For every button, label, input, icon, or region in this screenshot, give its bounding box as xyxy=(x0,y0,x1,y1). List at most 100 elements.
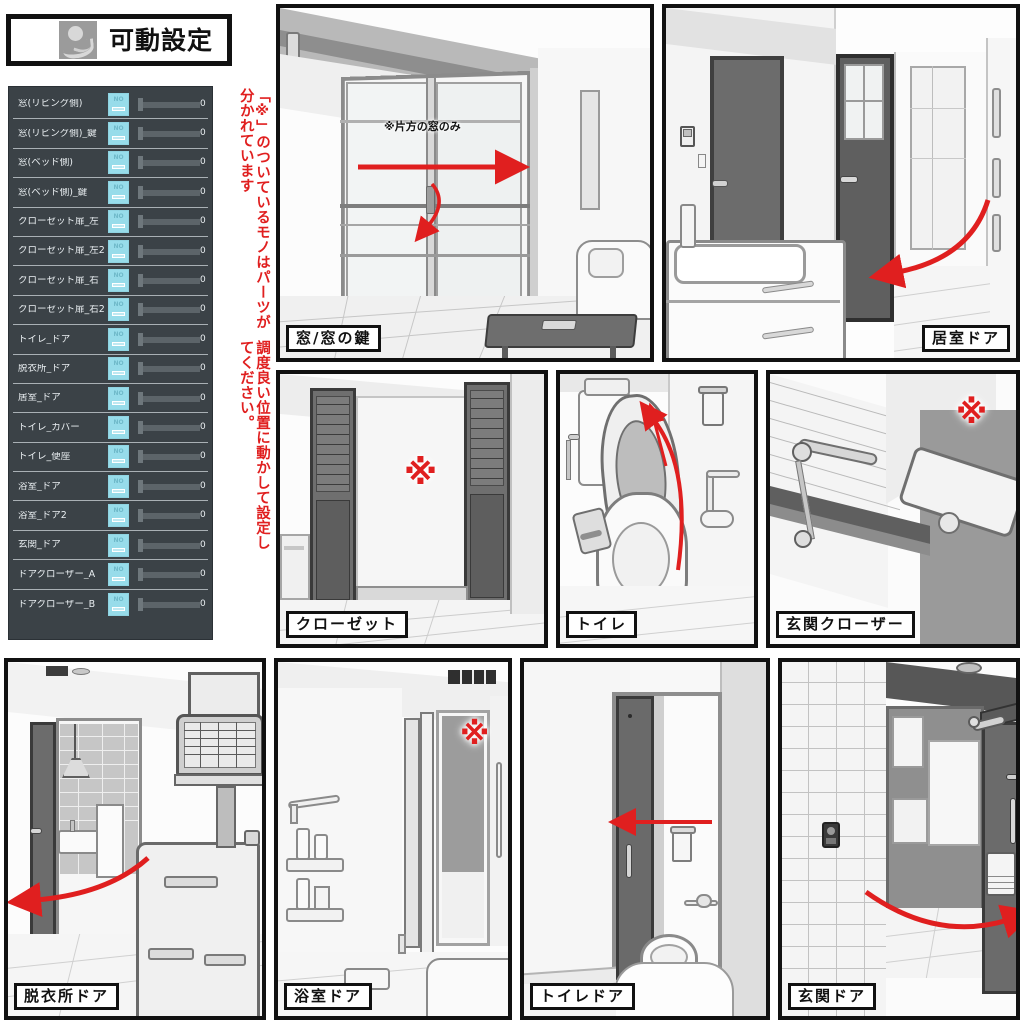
slider-knob[interactable] xyxy=(138,244,143,258)
settings-row-toggle[interactable]: NO xyxy=(108,415,129,439)
slider-knob[interactable] xyxy=(138,303,143,317)
settings-row-toggle[interactable]: NO xyxy=(108,92,129,116)
settings-row-slider[interactable] xyxy=(138,185,200,199)
settings-row-slider[interactable] xyxy=(138,567,200,581)
settings-row-slider[interactable] xyxy=(138,332,200,346)
slider-track[interactable] xyxy=(142,189,200,196)
panel-bathroom-door: ※ 浴室ドア xyxy=(274,658,512,1020)
toggle-state-label: NO xyxy=(113,183,124,191)
slider-knob[interactable] xyxy=(138,274,143,288)
settings-row-toggle[interactable]: NO xyxy=(108,533,129,557)
slider-track[interactable] xyxy=(142,219,200,226)
settings-row-slider[interactable] xyxy=(138,362,200,376)
settings-row-slider[interactable] xyxy=(138,509,200,523)
slider-knob[interactable] xyxy=(138,215,143,229)
slider-track[interactable] xyxy=(142,101,200,108)
settings-row-slider[interactable] xyxy=(138,597,200,611)
settings-row-toggle[interactable]: NO xyxy=(108,151,129,175)
slider-track[interactable] xyxy=(142,571,200,578)
settings-row-slider[interactable] xyxy=(138,244,200,258)
settings-row-toggle[interactable]: NO xyxy=(108,239,129,263)
settings-row-slider[interactable] xyxy=(138,127,200,141)
settings-row-slider[interactable] xyxy=(138,303,200,317)
window-annotation: ※片方の窓のみ xyxy=(384,120,461,133)
settings-row-toggle[interactable]: NO xyxy=(108,122,129,146)
toggle-state-label: NO xyxy=(113,360,124,368)
settings-row-toggle[interactable]: NO xyxy=(108,474,129,498)
slider-knob[interactable] xyxy=(138,420,143,434)
slider-track[interactable] xyxy=(142,454,200,461)
slider-knob[interactable] xyxy=(138,450,143,464)
settings-row-slider[interactable] xyxy=(138,420,200,434)
slider-knob[interactable] xyxy=(138,127,143,141)
settings-row-toggle[interactable]: NO xyxy=(108,445,129,469)
toggle-bar-icon xyxy=(112,253,125,258)
slider-track[interactable] xyxy=(142,131,200,138)
toggle-bar-icon xyxy=(112,341,125,346)
slider-knob[interactable] xyxy=(138,567,143,581)
settings-row-slider[interactable] xyxy=(138,450,200,464)
slider-track[interactable] xyxy=(142,542,200,549)
slider-knob[interactable] xyxy=(138,597,143,611)
slider-track[interactable] xyxy=(142,160,200,167)
settings-row-toggle[interactable]: NO xyxy=(108,592,129,616)
slider-track[interactable] xyxy=(142,395,200,402)
settings-row-toggle[interactable]: NO xyxy=(108,327,129,351)
slider-knob[interactable] xyxy=(138,538,143,552)
slider-track[interactable] xyxy=(142,483,200,490)
settings-row-slider[interactable] xyxy=(138,479,200,493)
settings-row-toggle[interactable]: NO xyxy=(108,562,129,586)
panel-caption-living-door: 居室ドア xyxy=(921,324,1010,352)
settings-row-slider[interactable] xyxy=(138,156,200,170)
settings-row-toggle[interactable]: NO xyxy=(108,386,129,410)
slider-knob[interactable] xyxy=(138,391,143,405)
settings-row-toggle[interactable]: NO xyxy=(108,210,129,234)
slider-track[interactable] xyxy=(142,366,200,373)
panel-dressing-room-door: 脱衣所ドア xyxy=(4,658,266,1020)
settings-row-slider[interactable] xyxy=(138,274,200,288)
settings-row-toggle[interactable]: NO xyxy=(108,298,129,322)
settings-row-toggle[interactable]: NO xyxy=(108,269,129,293)
slider-knob[interactable] xyxy=(138,156,143,170)
slider-track[interactable] xyxy=(142,248,200,255)
slider-track[interactable] xyxy=(142,307,200,314)
settings-row-slider[interactable] xyxy=(138,538,200,552)
toggle-bar-icon xyxy=(112,576,125,581)
slider-knob[interactable] xyxy=(138,97,143,111)
settings-row-toggle[interactable]: NO xyxy=(108,357,129,381)
slider-knob[interactable] xyxy=(138,185,143,199)
slider-track[interactable] xyxy=(142,424,200,431)
settings-row-toggle[interactable]: NO xyxy=(108,504,129,528)
slider-track[interactable] xyxy=(142,278,200,285)
slider-knob[interactable] xyxy=(138,479,143,493)
slider-knob[interactable] xyxy=(138,509,143,523)
slider-knob[interactable] xyxy=(138,332,143,346)
settings-row-slider[interactable] xyxy=(138,97,200,111)
settings-row-slider[interactable] xyxy=(138,391,200,405)
slider-track[interactable] xyxy=(142,513,200,520)
settings-row-slider[interactable] xyxy=(138,215,200,229)
slider-track[interactable] xyxy=(142,601,200,608)
slider-knob[interactable] xyxy=(138,362,143,376)
scene-toilet-door xyxy=(524,662,766,1016)
slider-track[interactable] xyxy=(142,336,200,343)
settings-row-toggle[interactable]: NO xyxy=(108,180,129,204)
